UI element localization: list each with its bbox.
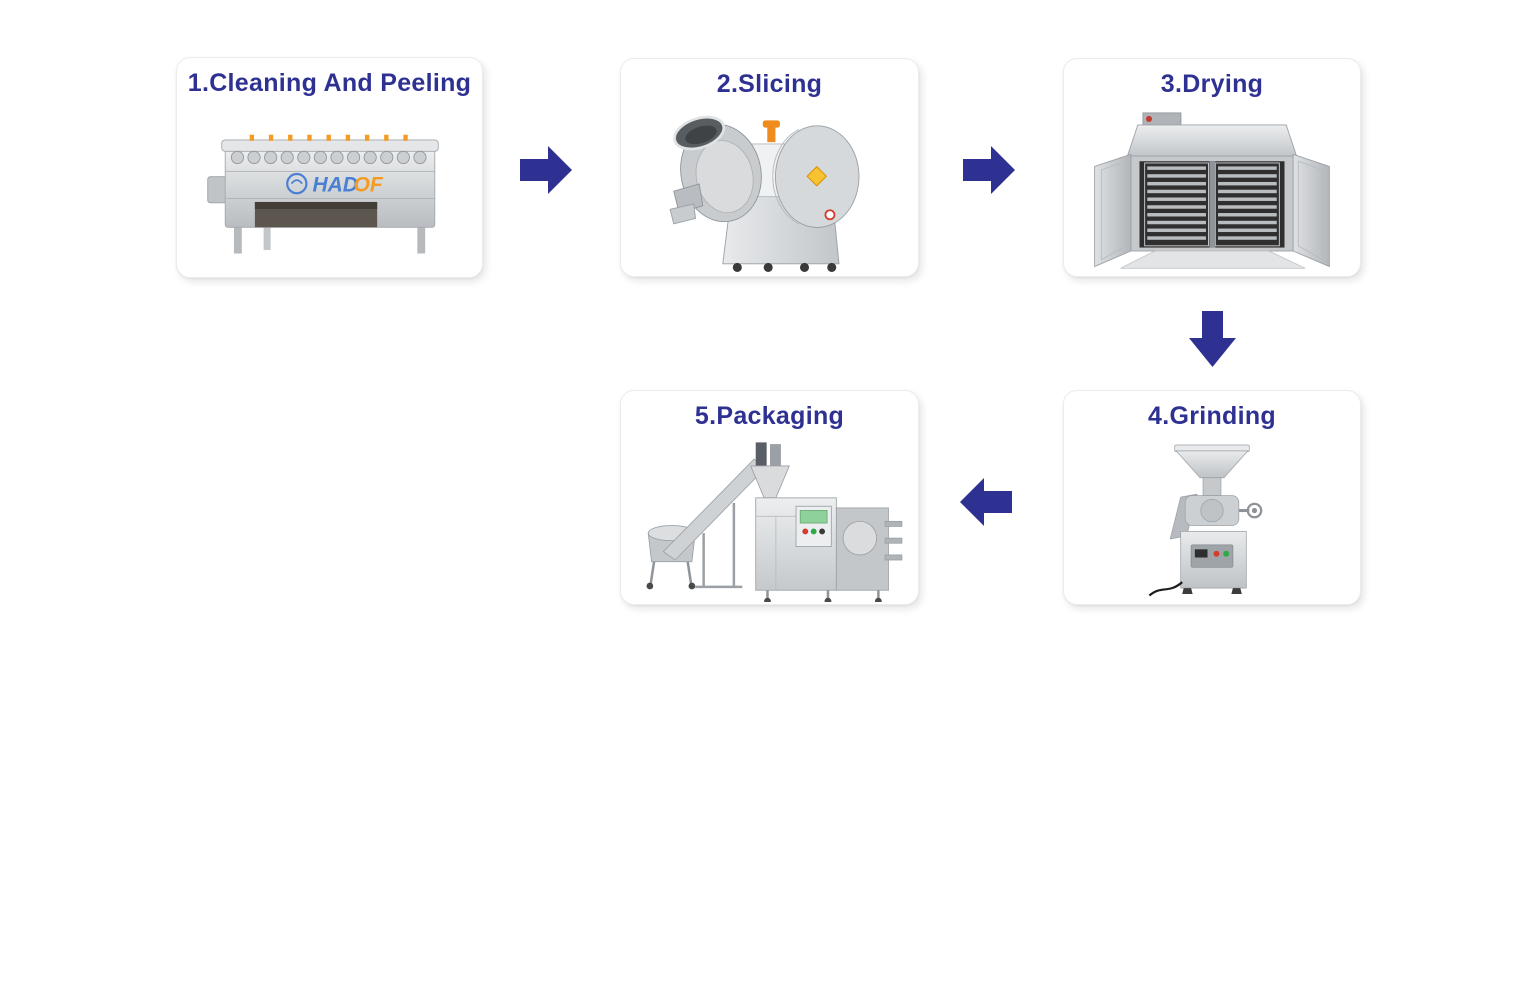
step-card-drying: 3.Drying: [1063, 58, 1361, 277]
machine-image-wrap: [1064, 99, 1360, 276]
machine-image-wrap: [621, 99, 918, 276]
pouch-packaging-line-image: [646, 441, 902, 602]
oven-door-left: [1094, 153, 1132, 267]
filler-motor: [755, 441, 767, 466]
auger-funnel: [749, 465, 790, 498]
side-motor: [206, 175, 227, 203]
handwheel: [1238, 502, 1263, 518]
step-card-cleaning-and-peeling: 1.Cleaning And Peeling: [176, 57, 483, 278]
filler-motor: [769, 443, 781, 466]
oven-hood: [1126, 124, 1298, 156]
machine-feet: [1182, 587, 1242, 594]
screw-conveyor: [662, 458, 766, 588]
bottom-ramp: [1120, 250, 1306, 269]
step-title-cleaning-and-peeling: 1.Cleaning And Peeling: [187, 69, 472, 97]
machine-image-wrap: [621, 431, 918, 604]
step-card-grinding: 4.Grinding: [1063, 390, 1361, 605]
feed-bowl-hopper: [672, 115, 725, 150]
brand-logo-watermark: HAD OF: [285, 172, 383, 196]
orange-handle: [762, 119, 780, 142]
step-title-packaging: 5.Packaging: [694, 402, 845, 430]
slicing-disc-housing: [771, 124, 859, 228]
discharge-chute: [669, 182, 703, 224]
oven-door-right: [1292, 153, 1330, 267]
machine-image-wrap: HAD OF: [177, 98, 482, 277]
top-rim: [220, 139, 439, 152]
step-title-grinding: 4.Grinding: [1148, 402, 1276, 430]
brush-cleaning-peeling-machine-image: HAD OF: [206, 134, 439, 253]
step-title-slicing: 2.Slicing: [716, 70, 823, 98]
warning-label: [805, 165, 827, 186]
control-panel: [795, 505, 832, 547]
tray-drying-oven-image: [1094, 111, 1330, 269]
hopper-neck: [1202, 476, 1222, 496]
multifunction-slicing-machine-image: [669, 115, 859, 272]
display: [1194, 548, 1208, 558]
arrow-right-icon: [963, 146, 1015, 194]
spray-nozzles: [249, 134, 408, 141]
stop-button: [1213, 550, 1220, 557]
rotary-pouch-station: [835, 507, 902, 591]
machine-feet: [763, 589, 882, 602]
mill-cover: [1200, 498, 1224, 522]
start-button: [1223, 550, 1230, 557]
feed-hopper: [1175, 450, 1249, 478]
tray-rack-left: [1144, 162, 1209, 246]
tray-rack-right: [1215, 162, 1280, 246]
machine-image-wrap: [1064, 431, 1360, 604]
center-post: [1209, 160, 1216, 248]
step-card-slicing: 2.Slicing: [620, 58, 919, 277]
arrow-right-icon: [520, 146, 572, 194]
indicator-knob: [1145, 115, 1153, 122]
powder-grinding-machine-image: [1148, 444, 1263, 596]
machine-legs: [233, 225, 425, 253]
arrow-left-icon: [960, 478, 1012, 526]
brush-rollers: [230, 150, 427, 164]
power-cord: [1148, 580, 1183, 596]
arrow-down-icon: [1189, 311, 1236, 367]
logo-text-blue: HAD: [312, 173, 357, 196]
caster-feet: [732, 262, 836, 272]
step-title-drying: 3.Drying: [1160, 70, 1264, 98]
step-card-packaging: 5.Packaging: [620, 390, 919, 605]
logo-text-orange: OF: [353, 173, 383, 196]
